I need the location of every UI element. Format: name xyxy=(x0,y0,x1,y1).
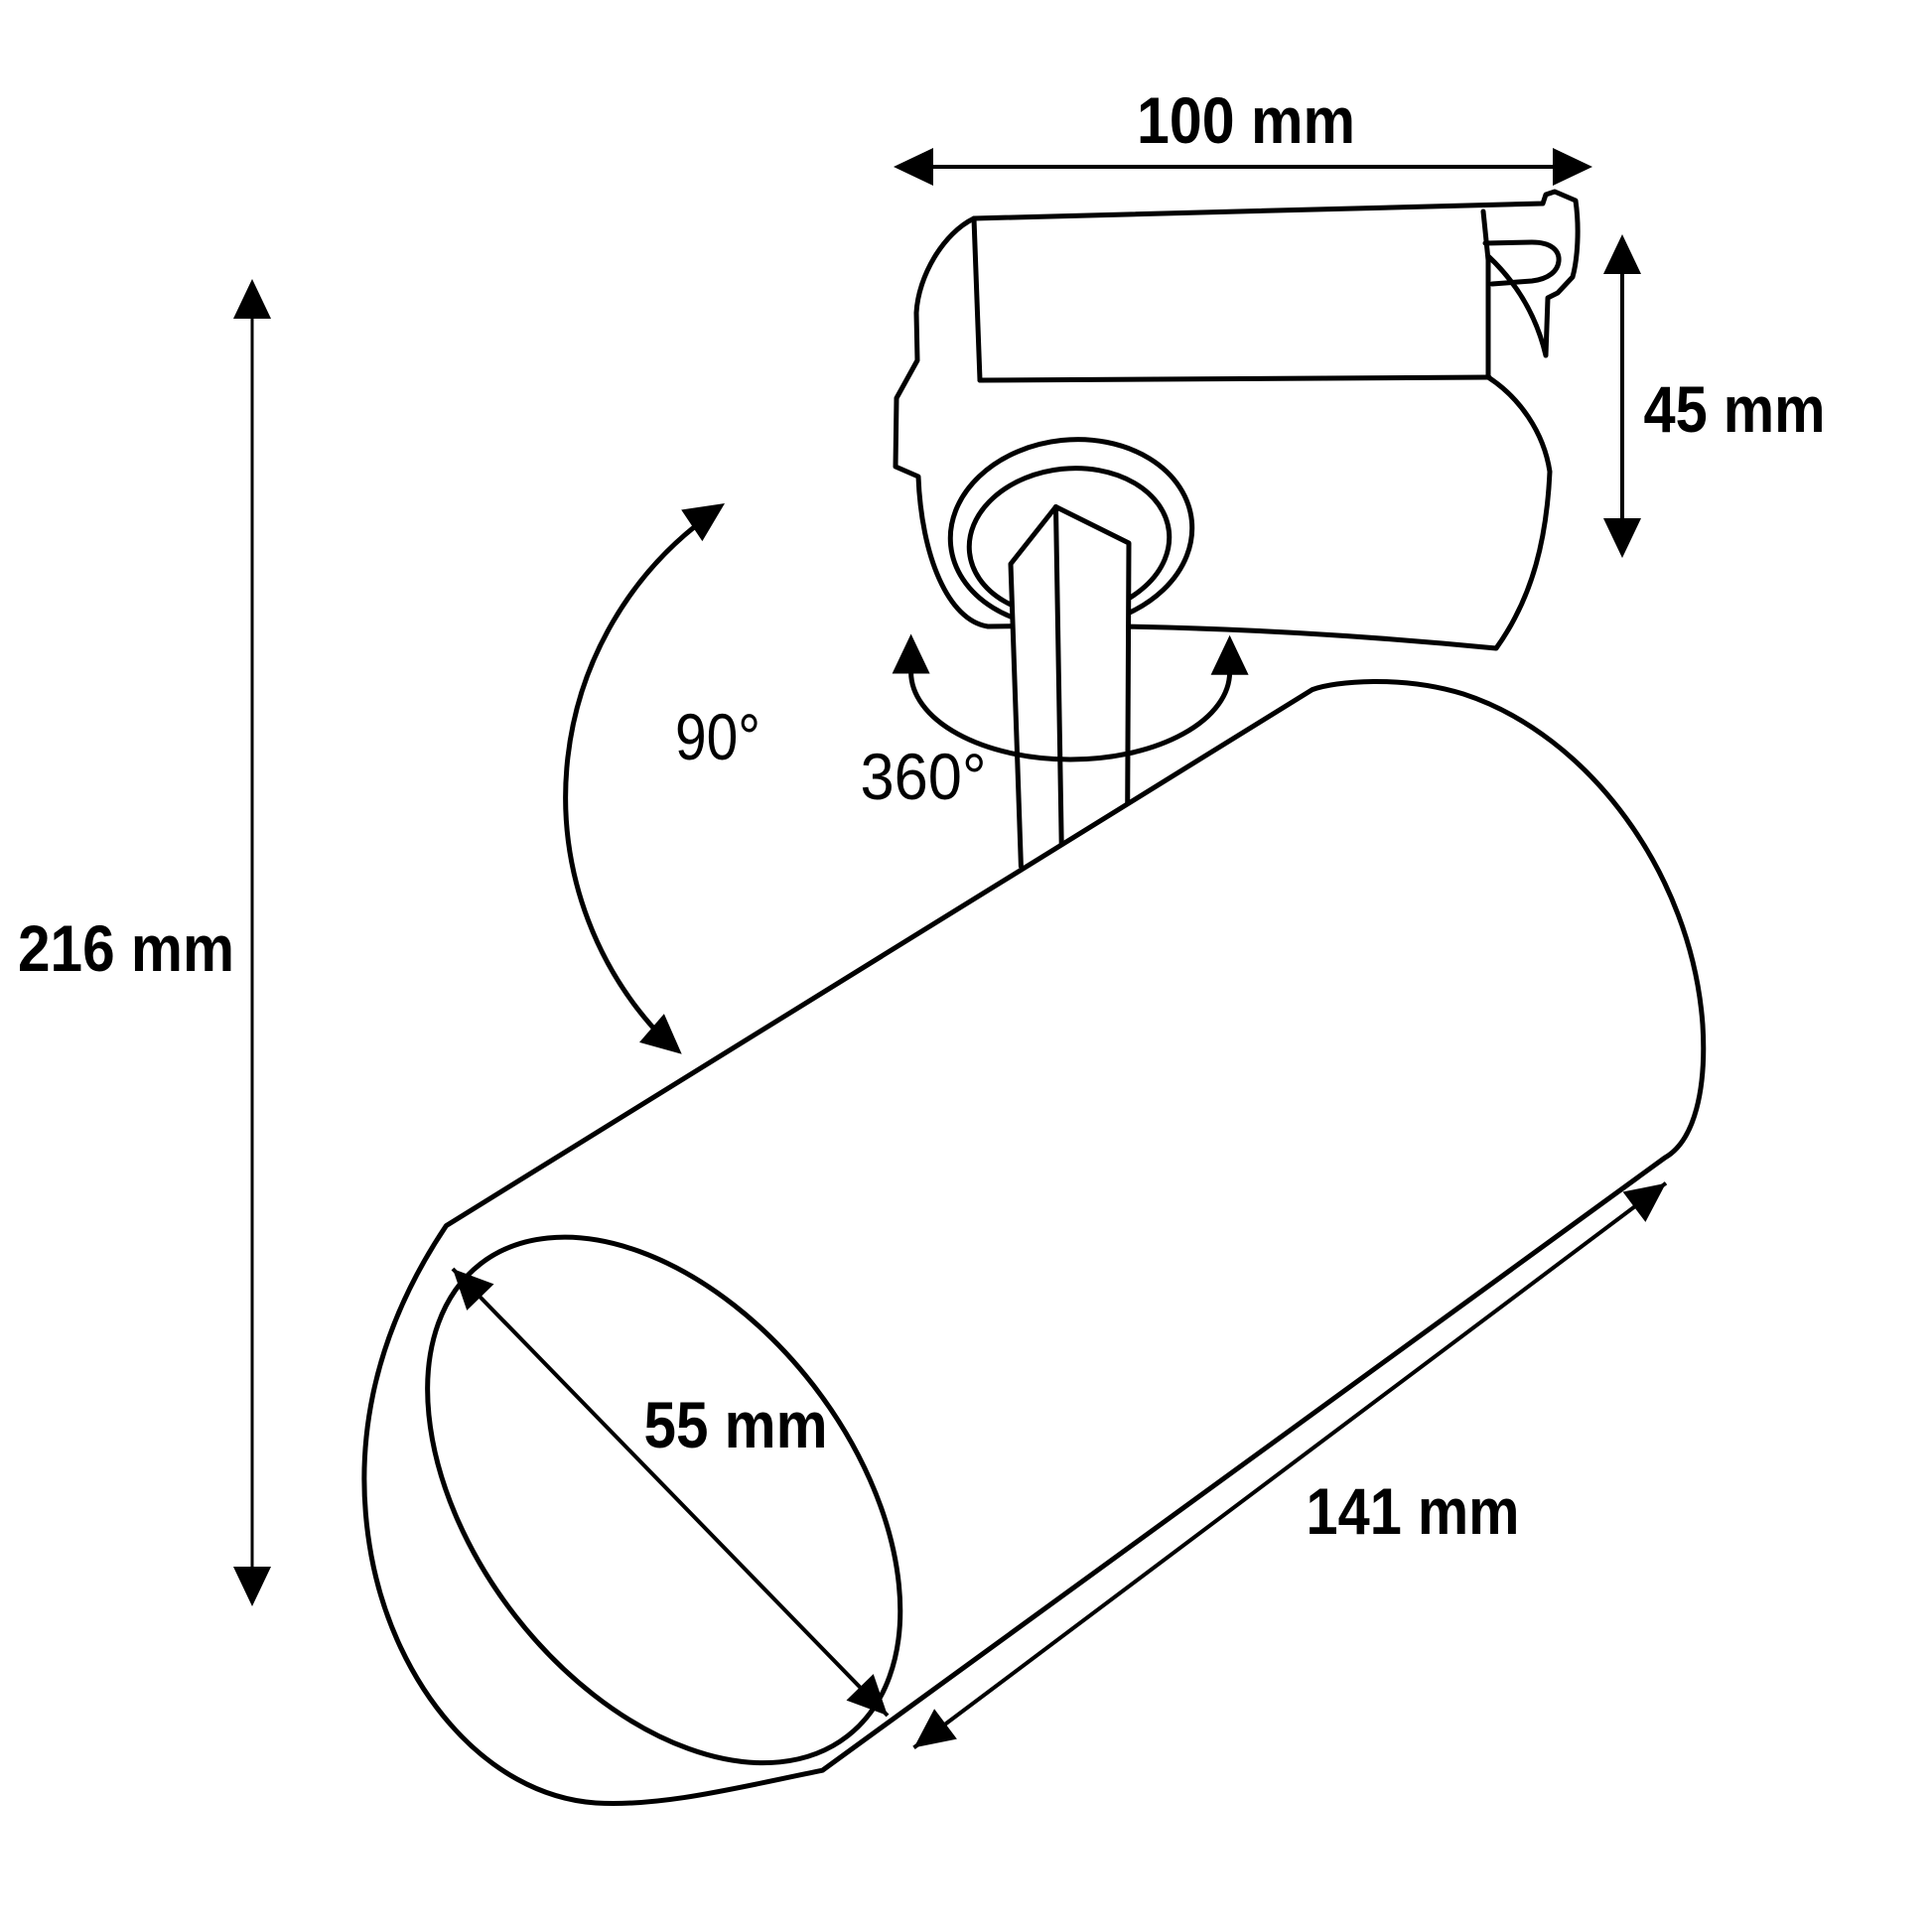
tilt-annotation: 90° xyxy=(563,503,760,1054)
dim-216-arrow-top xyxy=(233,279,271,319)
dim-55-arrow-lower xyxy=(846,1674,888,1716)
pivot-joint xyxy=(947,437,1195,874)
track-adapter xyxy=(893,189,1581,651)
rotation-arrow-right xyxy=(1210,634,1249,675)
dim-55-arrow-upper xyxy=(453,1269,494,1311)
latch-tongue xyxy=(1482,239,1562,287)
tilt-arc xyxy=(563,514,709,1040)
dimension-100mm: 100 mm xyxy=(894,83,1592,186)
dim-45-arrow-top xyxy=(1603,234,1641,274)
dim-141-line xyxy=(912,1181,1668,1749)
dim-100-label: 100 mm xyxy=(1137,83,1355,157)
dim-141-arrow-upper xyxy=(1622,1182,1666,1222)
rotation-arc xyxy=(908,671,1233,762)
tilt-arrow-top xyxy=(681,503,725,542)
dim-55-line xyxy=(451,1267,890,1718)
dim-141-arrow-lower xyxy=(913,1709,957,1748)
adapter-front-right-edge xyxy=(1480,208,1491,263)
dimension-45mm: 45 mm xyxy=(1603,234,1826,558)
stem-ridge xyxy=(1053,504,1064,847)
tilt-arrow-bottom xyxy=(639,1014,682,1054)
adapter-front-left-edge xyxy=(971,215,983,383)
dim-55-label: 55 mm xyxy=(644,1388,828,1461)
dim-216-label: 216 mm xyxy=(18,911,234,985)
dim-216-arrow-bottom xyxy=(233,1567,271,1606)
dim-100-arrow-right xyxy=(1553,148,1592,186)
tilt-angle-label: 90° xyxy=(675,700,760,773)
dimension-141mm: 141 mm xyxy=(912,1181,1668,1749)
stem-left-facet-edge xyxy=(1008,504,1058,869)
stem-fill xyxy=(1011,506,1129,874)
dim-141-label: 141 mm xyxy=(1307,1474,1520,1548)
rotation-arrow-left xyxy=(892,633,930,674)
dim-100-arrow-left xyxy=(894,148,933,186)
lamp-body xyxy=(361,678,1707,1806)
dimension-216mm: 216 mm xyxy=(18,279,271,1606)
adapter-front-bottom-edge xyxy=(977,374,1492,383)
rotation-angle-label: 360° xyxy=(861,740,987,813)
dim-45-label: 45 mm xyxy=(1644,372,1826,446)
dimension-55mm: 55 mm xyxy=(451,1267,890,1718)
adapter-outline xyxy=(893,189,1581,651)
lens-face xyxy=(425,1234,903,1766)
rotation-annotation: 360° xyxy=(861,633,1249,813)
stem-right-facet-edge xyxy=(1053,504,1132,808)
dim-45-arrow-bottom xyxy=(1603,518,1641,558)
